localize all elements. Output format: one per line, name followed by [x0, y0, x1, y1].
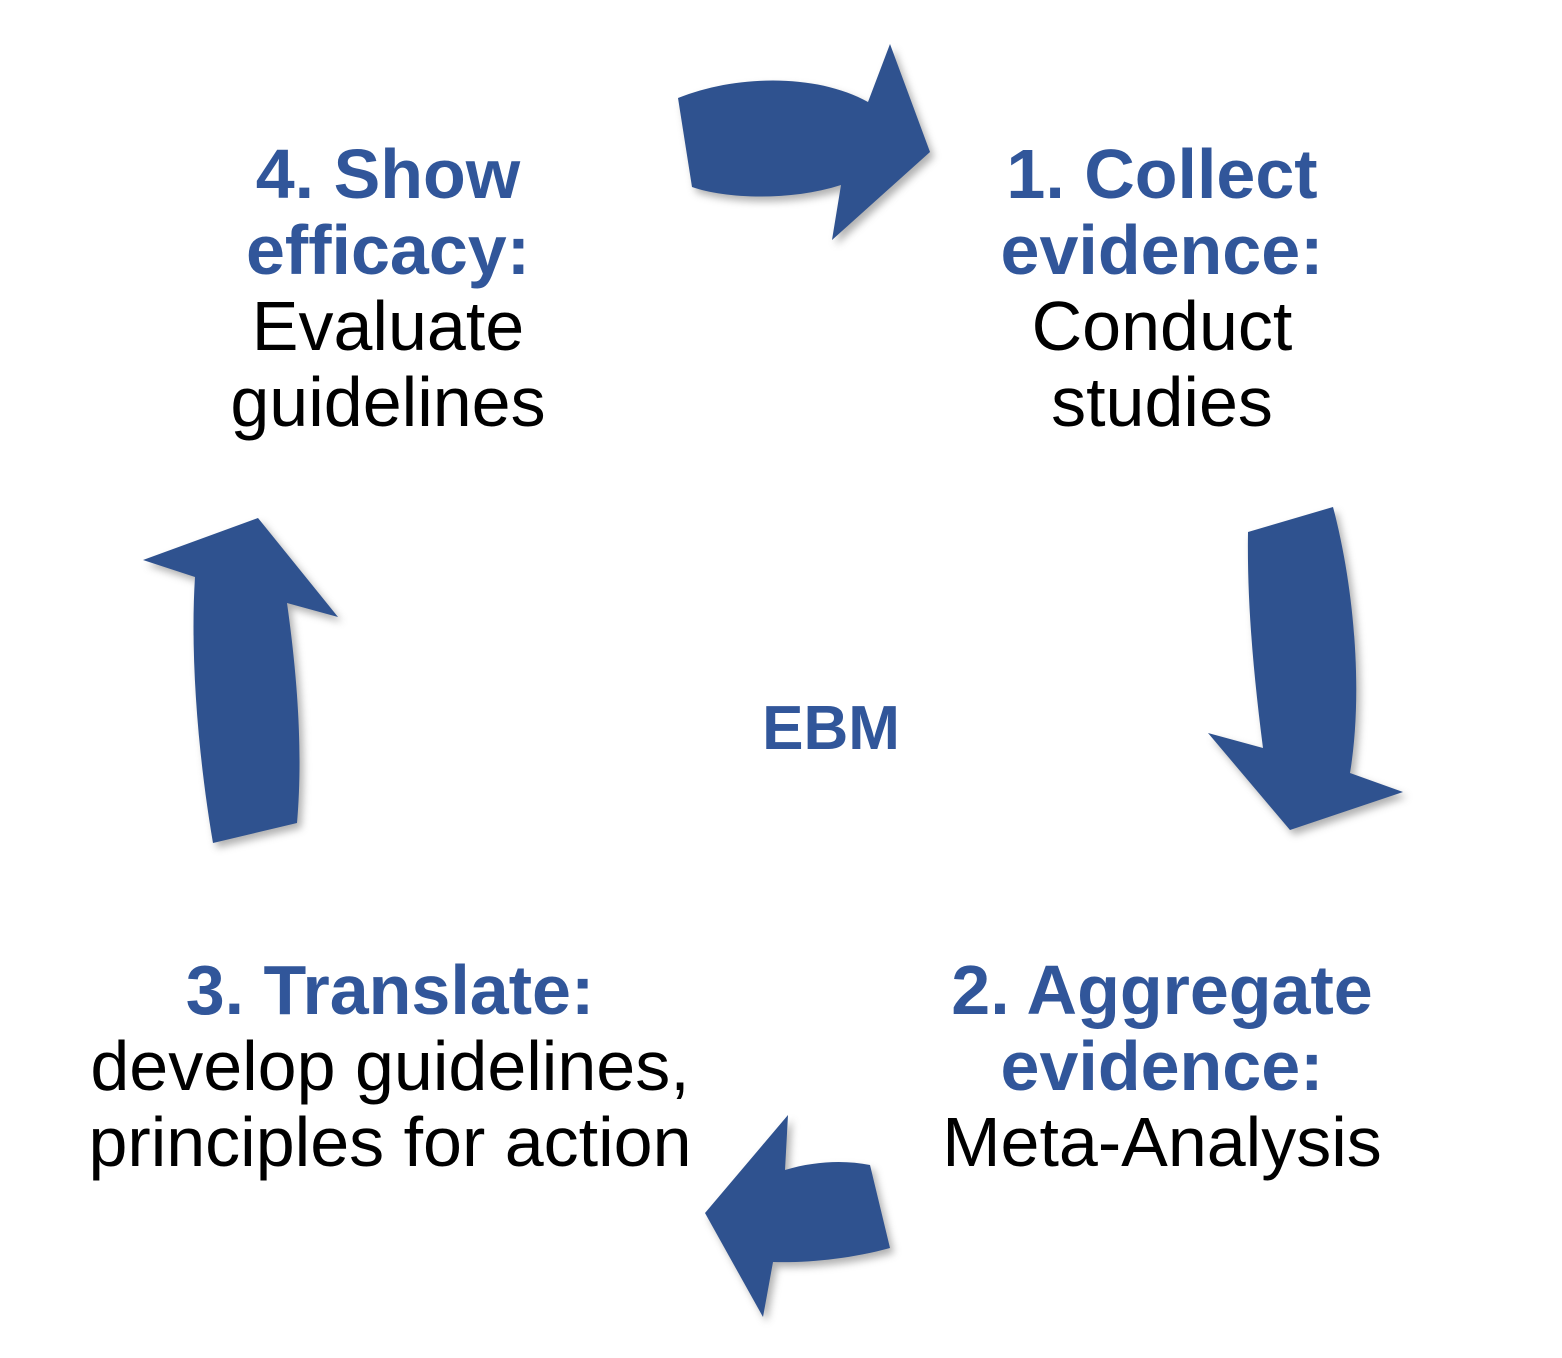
- step2-heading-line2: evidence:: [1000, 1027, 1324, 1105]
- step3-body-line1: develop guidelines,: [90, 1027, 690, 1105]
- step4-show-efficacy: 4. Show efficacy: Evaluate guidelines: [138, 136, 638, 440]
- curved-arrow-down-icon: [1208, 507, 1403, 830]
- step4-body-line1: Evaluate: [251, 287, 525, 365]
- step3-translate: 3. Translate: develop guidelines, princi…: [40, 952, 740, 1180]
- curved-arrow-right-icon: [678, 44, 930, 240]
- step4-heading-line2: efficacy:: [245, 211, 531, 289]
- step4-heading-line1: 4. Show: [255, 135, 521, 213]
- step2-aggregate-evidence: 2. Aggregate evidence: Meta-Analysis: [812, 952, 1512, 1180]
- step1-body-line2: studies: [1051, 363, 1273, 441]
- step2-body-line1: Meta-Analysis: [942, 1103, 1382, 1181]
- ebm-center-label: EBM: [762, 694, 900, 763]
- step4-body-line2: guidelines: [230, 363, 546, 441]
- step2-heading-line1: 2. Aggregate: [951, 951, 1373, 1029]
- arrow-left-icon: [705, 1115, 890, 1317]
- step3-body-line2: principles for action: [88, 1103, 692, 1181]
- curved-arrow-up-icon: [143, 518, 338, 843]
- step1-heading-line2: evidence:: [1000, 211, 1324, 289]
- step3-heading-line1: 3. Translate:: [185, 951, 595, 1029]
- step1-heading-line1: 1. Collect: [1006, 135, 1318, 213]
- step1-collect-evidence: 1. Collect evidence: Conduct studies: [912, 136, 1412, 440]
- step1-body-line1: Conduct: [1031, 287, 1293, 365]
